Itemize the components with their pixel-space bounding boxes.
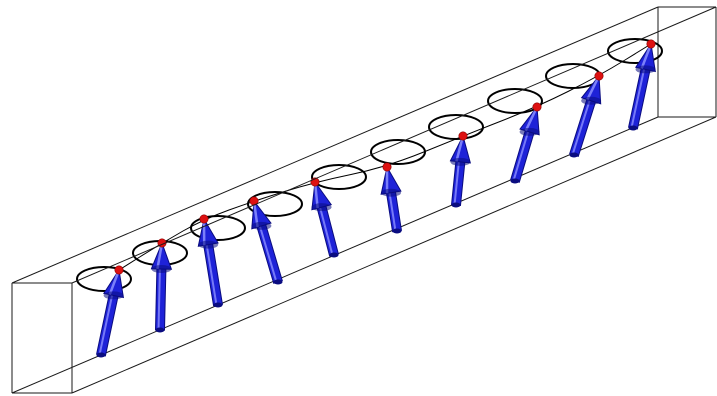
arrow-tail-cap: [96, 352, 106, 358]
arrow-head-base: [635, 65, 656, 74]
arrow-highlight: [98, 294, 114, 355]
arrow-shaft: [154, 268, 167, 331]
arrow-tail-cap: [273, 279, 283, 285]
arrow-shaft: [569, 98, 597, 157]
arrow-head-base: [198, 240, 219, 249]
arrow-icon: [197, 217, 224, 308]
spin-arrows: [96, 42, 656, 358]
arrow-head-base: [151, 264, 172, 273]
arrow-head-base: [519, 127, 540, 136]
tip-marker: [646, 39, 656, 49]
arrow-highlight: [258, 226, 278, 283]
precession-circle: [487, 88, 543, 114]
box-edge: [71, 116, 717, 394]
arrow-head-base: [450, 157, 471, 166]
arrow-icon: [510, 105, 540, 184]
tip-connecting-line: [118, 43, 652, 271]
box-back-edges: [11, 7, 716, 394]
tip-marker: [594, 71, 604, 81]
arrow-icon: [251, 199, 283, 285]
connecting-curve: [118, 43, 652, 271]
arrow-icon: [380, 165, 403, 234]
arrow-head-base: [381, 188, 402, 197]
arrow-tail-cap: [569, 152, 579, 158]
box-edge: [11, 6, 659, 284]
arrow-highlight: [512, 131, 530, 181]
arrow-shaft: [96, 293, 119, 357]
arrow-tail-cap: [628, 125, 638, 131]
tip-marker: [199, 214, 209, 224]
arrow-highlight: [157, 268, 161, 330]
tip-marker: [532, 102, 542, 112]
arrow-head-base: [581, 96, 602, 105]
precession-circle: [607, 38, 663, 64]
box-front-edges: [11, 6, 717, 394]
arrow-head-base: [103, 291, 124, 300]
arrow-highlight: [630, 68, 646, 128]
arrow-tail-cap: [213, 302, 223, 308]
arrow-highlight: [388, 192, 397, 232]
arrow-icon: [569, 74, 602, 158]
arrow-tail-cap: [155, 327, 165, 333]
arrow-shaft: [256, 224, 283, 284]
tip-marker: [458, 131, 468, 141]
precession-circle: [76, 266, 132, 292]
arrow-tail-cap: [392, 228, 402, 234]
arrow-shaft: [316, 205, 339, 257]
arrow-shaft: [628, 67, 651, 130]
tip-marker: [114, 265, 124, 275]
arrow-highlight: [571, 100, 591, 155]
arrow-icon: [150, 241, 173, 333]
arrow-icon: [449, 134, 471, 208]
precession-circle: [247, 191, 303, 217]
arrow-head-base: [311, 203, 332, 212]
arrow-highlight: [205, 244, 218, 306]
arrow-icon: [628, 42, 656, 131]
box-edge: [71, 6, 717, 284]
arrow-highlight: [453, 161, 460, 205]
arrow-tail-cap: [329, 252, 339, 258]
arrow-tail-cap: [510, 178, 520, 184]
arrow-icon: [96, 268, 125, 358]
tip-marker: [382, 162, 392, 172]
precession-circle: [311, 164, 367, 190]
arrow-highlight: [319, 207, 334, 256]
precession-circle: [190, 215, 246, 241]
arrow-head-base: [251, 221, 272, 230]
arrow-shaft: [203, 243, 224, 307]
arrow-icon: [311, 180, 339, 258]
arrow-tail-cap: [451, 202, 461, 208]
